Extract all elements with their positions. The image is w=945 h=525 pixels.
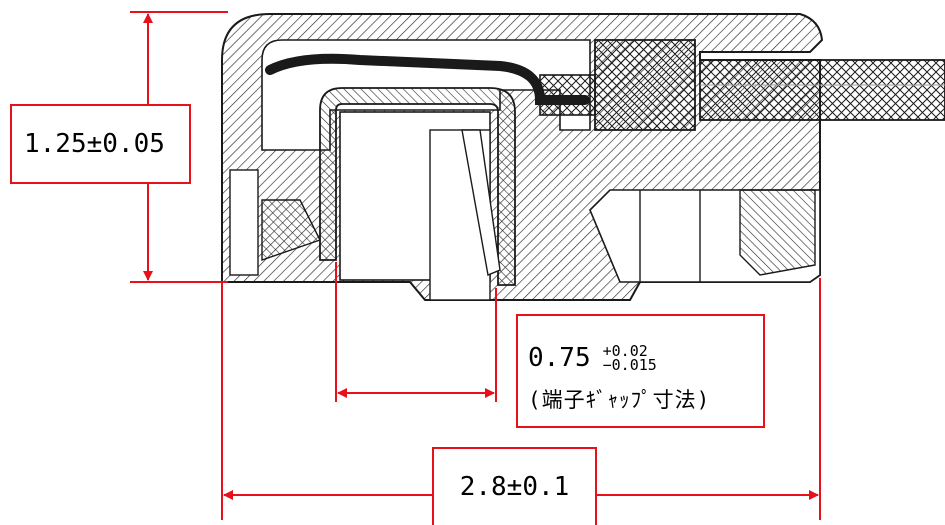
height-dimension (130, 11, 228, 283)
terminal-gap-dimension (335, 262, 497, 402)
height-dimension-text: 1.25±0.05 (24, 129, 165, 159)
cable (539, 39, 945, 131)
width-dimension-label: 2.8±0.1 (432, 447, 597, 525)
width-dimension-text: 2.8±0.1 (459, 472, 570, 502)
width-dimension (221, 278, 821, 520)
terminal-gap-tol-upper: +0.02 (602, 342, 648, 360)
terminal-contact (265, 53, 590, 286)
terminal-gap-label: 0.75 +0.02 −0.015 (端子ｷﾞｬｯﾌﾟ寸法) (516, 314, 765, 428)
terminal-gap-note: (端子ｷﾞｬｯﾌﾟ寸法) (528, 388, 711, 412)
height-dimension-label: 1.25±0.05 (10, 104, 191, 184)
terminal-gap-tolerance: +0.02 −0.015 (602, 342, 657, 374)
terminal-gap-tol-lower: −0.015 (602, 356, 657, 374)
terminal-gap-nominal: 0.75 (528, 343, 591, 373)
